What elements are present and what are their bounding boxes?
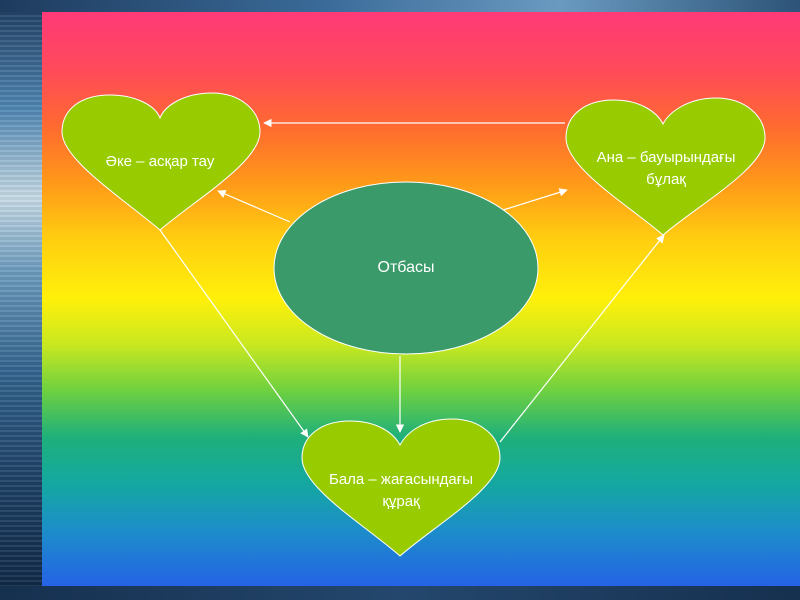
heart-father (61, 92, 261, 231)
mother-label-line-1: Ана – бауырындағы (596, 149, 736, 166)
heart-mother (565, 97, 766, 236)
arrow-center-to-mother (499, 188, 568, 212)
child-label-line-1: Бала – жағасындағы (328, 471, 474, 488)
background-bottom-strip (0, 586, 800, 600)
arrow-child-to-mother (499, 234, 665, 443)
background-sea-strip (0, 0, 42, 600)
mother-label-line-2: бұлақ (646, 171, 686, 188)
center-ellipse (273, 181, 539, 355)
child-label-line-2: құрақ (382, 493, 420, 510)
child-label: Бала – жағасындағы құрақ (306, 469, 496, 513)
heart-child (301, 418, 501, 557)
arrow-father-to-child (159, 229, 309, 438)
background-top-strip (0, 0, 800, 12)
mother-label: Ана – бауырындағы бұлақ (573, 147, 759, 191)
father-label: Әке – асқар тау (105, 153, 215, 170)
center-label: Отбасы (377, 259, 435, 276)
arrow-center-to-father (217, 190, 291, 223)
